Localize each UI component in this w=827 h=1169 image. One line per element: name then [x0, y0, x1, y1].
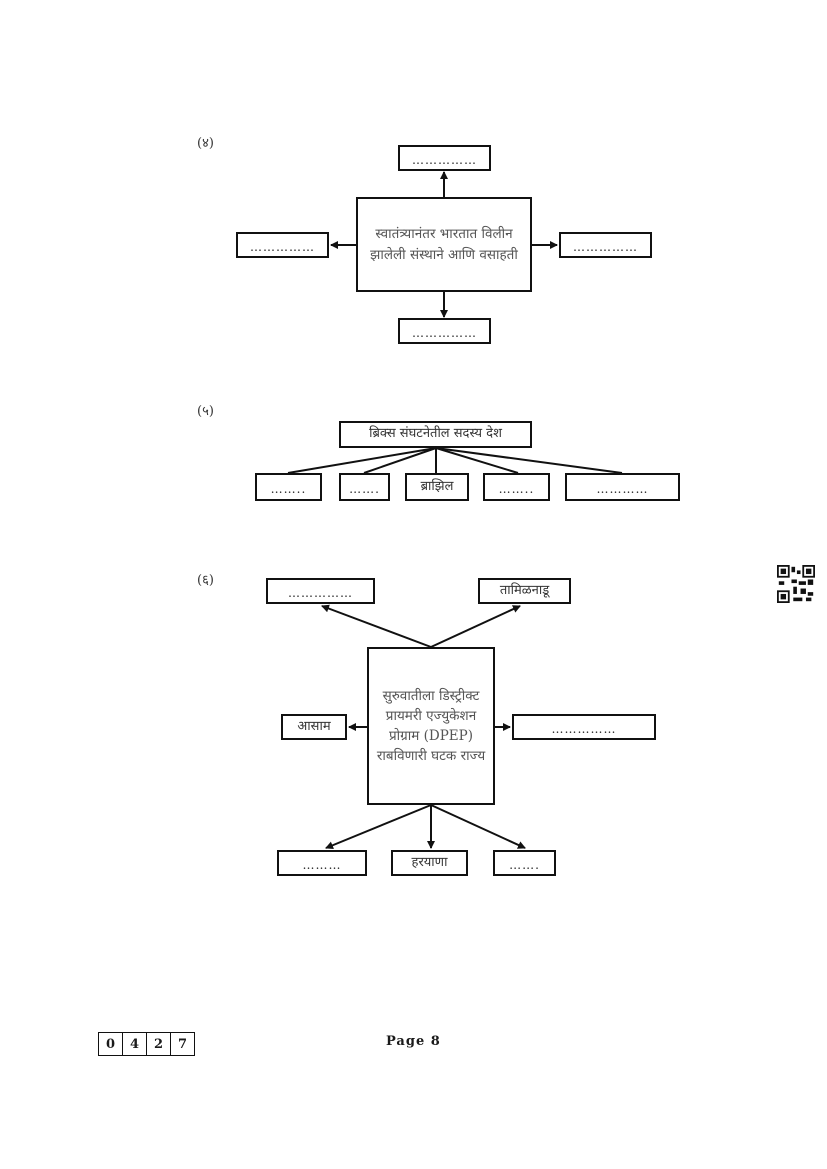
country-box: ……..: [483, 473, 550, 501]
blank-box-top: ……………: [398, 145, 491, 171]
arrow-top-right: [430, 605, 521, 648]
state-box-assam: आसाम: [281, 714, 347, 740]
arrow-bottom-right: [430, 804, 526, 849]
state-box-top-left: ……………: [266, 578, 375, 604]
brics-title: ब्रिक्स संघटनेतील सदस्य देश: [369, 426, 502, 442]
state-name: तामिळनाडू: [499, 582, 550, 598]
dpep-central-text: सुरुवातीला डिस्ट्रीक्ट प्रायमरी एज्युकेश…: [376, 687, 486, 765]
question-label-6: (६): [197, 573, 214, 588]
blank-placeholder: ……………: [551, 721, 617, 736]
country-box: ……..: [255, 473, 322, 501]
page-number: Page 8: [386, 1034, 441, 1049]
blank-box-left: ……………: [236, 232, 329, 258]
blank-placeholder: ……………: [573, 239, 638, 254]
paper-code: 0 4 2 7: [98, 1032, 195, 1056]
blank-placeholder: ……..: [270, 481, 307, 496]
central-concept-box: स्वातंत्र्यानंतर भारतात विलीन झालेली संस…: [356, 197, 532, 292]
state-box-right: ……………: [512, 714, 656, 740]
blank-placeholder: …….: [509, 857, 540, 872]
question-label-4: (४): [197, 136, 214, 151]
code-digit: 7: [177, 1036, 188, 1052]
state-box-bottom-right: …….: [493, 850, 556, 876]
blank-placeholder: ……………: [250, 239, 315, 254]
central-concept-text: स्वातंत्र्यानंतर भारतात विलीन झालेली संस…: [370, 226, 518, 263]
arrow-bottom-left: [325, 804, 432, 850]
state-box-tamilnadu: तामिळनाडू: [478, 578, 571, 604]
blank-placeholder: ……..: [498, 481, 535, 496]
blank-box-bottom: ……………: [398, 318, 491, 344]
blank-placeholder: ……………: [288, 585, 353, 600]
blank-placeholder: ……………: [412, 152, 477, 167]
state-name: आसाम: [297, 718, 331, 734]
blank-placeholder: …………: [596, 481, 649, 496]
blank-placeholder: ……………: [412, 325, 477, 340]
blank-placeholder: …….: [349, 481, 380, 496]
question-label-5: (५): [197, 404, 214, 419]
blank-box-right: ……………: [559, 232, 652, 258]
dpep-central-box: सुरुवातीला डिस्ट्रीक्ट प्रायमरी एज्युकेश…: [367, 647, 495, 805]
state-name: हरयाणा: [411, 854, 448, 870]
state-box-haryana: हरयाणा: [391, 850, 468, 876]
country-box: …………: [565, 473, 680, 501]
arrow-top-left: [321, 604, 432, 648]
brics-connectors: [287, 447, 623, 474]
code-digit: 4: [123, 1033, 147, 1055]
state-box-bottom-left: ………: [277, 850, 367, 876]
qr-code-icon: [777, 565, 815, 603]
brics-title-box: ब्रिक्स संघटनेतील सदस्य देश: [339, 421, 532, 448]
code-digit: 2: [147, 1033, 171, 1055]
blank-placeholder: ………: [302, 857, 342, 872]
code-digit: 0: [99, 1033, 123, 1055]
country-name: ब्राझिल: [420, 478, 454, 494]
country-box-brazil: ब्राझिल: [405, 473, 469, 501]
country-box: …….: [339, 473, 390, 501]
